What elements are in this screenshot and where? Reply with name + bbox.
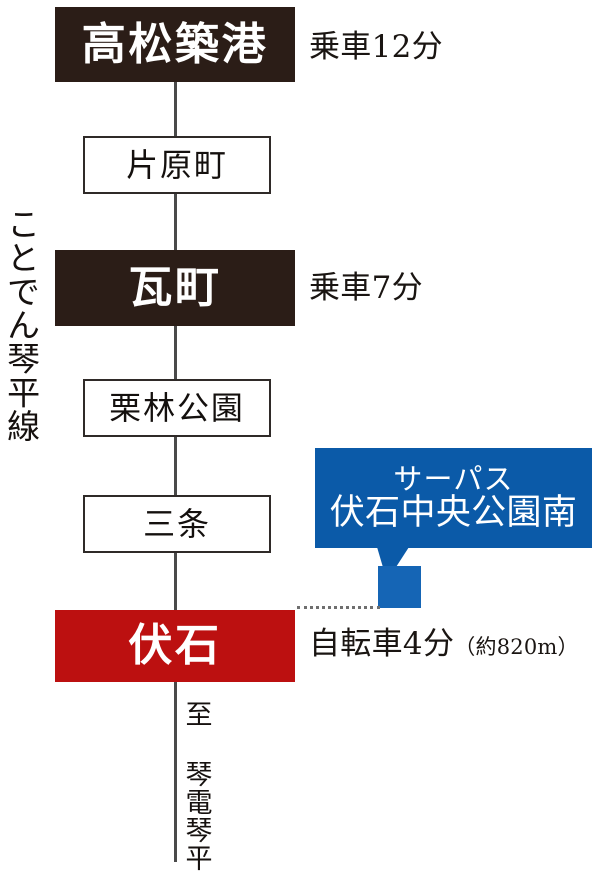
station-katahara-cho[interactable]: 片原町 bbox=[83, 136, 271, 194]
station-sanjo[interactable]: 三条 bbox=[83, 495, 271, 553]
ride-time-from-chikko: 乗車12分 bbox=[309, 32, 443, 63]
rail-line-name-label: ことでん琴平線 bbox=[1, 207, 41, 443]
station-label: 片原町 bbox=[126, 146, 228, 184]
rail-segment-katahara-kawaramachi bbox=[174, 193, 177, 253]
terminus-direction-label: 至 琴電琴平 bbox=[180, 700, 212, 873]
ride-time-from-kawaramachi: 乗車7分 bbox=[309, 273, 423, 304]
rail-segment-kawaramachi-ritsurin bbox=[174, 325, 177, 381]
station-label: 栗林公園 bbox=[109, 389, 245, 427]
rail-segment-ritsurin-sanjo bbox=[174, 435, 177, 497]
terminus-direction-note: 至 琴電琴平 bbox=[180, 700, 212, 873]
station-label: 高松築港 bbox=[81, 18, 269, 70]
property-brand-label: サーパス bbox=[393, 462, 514, 497]
rail-segment-sanjo-fuseki bbox=[174, 551, 177, 612]
ride-time-label: 乗車7分 bbox=[309, 270, 423, 306]
station-kawaramachi[interactable]: 瓦町 bbox=[55, 250, 295, 326]
property-location-marker[interactable] bbox=[378, 566, 421, 608]
rail-line-name: ことでん琴平線 bbox=[1, 207, 41, 443]
bicycle-route-connector bbox=[297, 606, 380, 609]
station-label: 伏石 bbox=[128, 620, 222, 671]
ride-time-label: 乗車12分 bbox=[309, 29, 443, 65]
property-name-label: 伏石中央公園南 bbox=[329, 492, 578, 533]
bicycle-time-from-fuseki: 自転車4分 （約820m） bbox=[309, 629, 579, 660]
station-fuseki[interactable]: 伏石 bbox=[55, 610, 295, 682]
bicycle-distance-label: （約820m） bbox=[454, 635, 579, 659]
rail-segment-chikko-katahara bbox=[174, 80, 177, 138]
property-callout[interactable]: サーパス 伏石中央公園南 bbox=[315, 448, 592, 548]
station-label: 瓦町 bbox=[128, 262, 222, 313]
rail-segment-fuseki-kotohira bbox=[174, 680, 177, 862]
bicycle-time-label: 自転車4分 bbox=[309, 626, 455, 662]
station-takamatsu-chikko[interactable]: 高松築港 bbox=[55, 7, 295, 82]
station-label: 三条 bbox=[143, 505, 211, 543]
station-ritsurin-koen[interactable]: 栗林公園 bbox=[83, 379, 271, 437]
